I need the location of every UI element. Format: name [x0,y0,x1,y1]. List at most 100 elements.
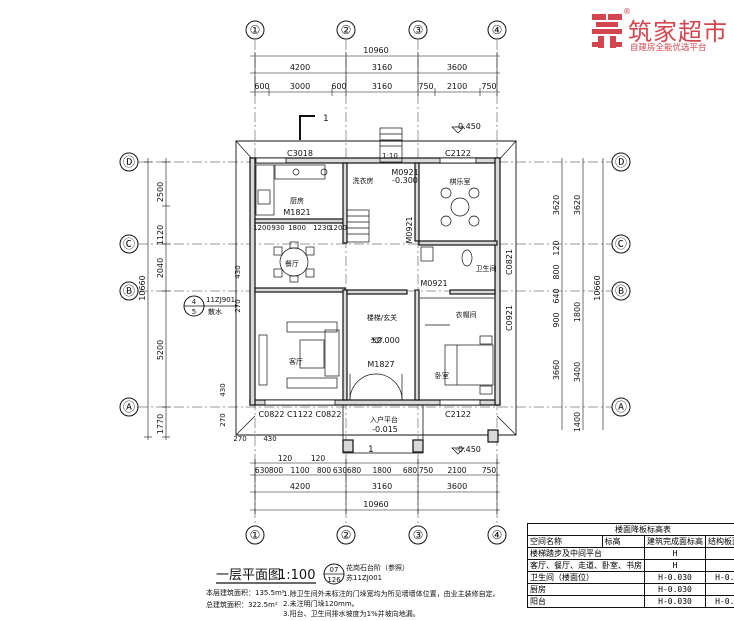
level-wash: -0.300 [392,176,418,185]
axis-col-3-bottom: ③ [413,528,424,542]
note-270-sw: 270 [219,413,227,426]
axis-row-d-right: Ⓓ [615,155,627,169]
drawing-title-name: 一层平面图 [216,568,281,583]
top-detail-5: 750 [418,82,433,91]
kitchen-dim-3: 1800 [288,224,306,232]
tag-m1827: M1827 [367,360,394,369]
area-floor: 本层建筑面积：135.5m² [206,588,285,597]
bottom-detail-7: 1800 [372,466,391,475]
table-row: 厨房 H-0.030 [527,583,734,596]
bottom-detail-4: 800 [317,466,332,475]
table-head-struct: 结构板面标高 [705,535,734,548]
axis-col-4-bottom: ④ [492,528,503,542]
bottom-detail-6: 680 [347,466,362,475]
note-430-bottom: 430 [263,435,276,443]
bottom-detail-3: 1100 [290,466,309,475]
top-detail-2: 3000 [290,82,310,91]
entry-doors [349,373,403,401]
axis-col-3: ③ [413,23,424,37]
room-living: 客厅 [289,357,303,366]
table-row: 阳台 H-0.030 H-0.100 [527,595,734,608]
closet-rail [420,297,494,326]
bathroom-fixtures [420,246,473,267]
right-span-8: 3660 [552,360,561,380]
living-sofa [258,321,340,389]
bottom-span-1: 4200 [290,482,310,491]
right-total: 10660 [593,275,602,300]
section-mark-label-bottom: 1 [368,445,374,455]
room-dining: 餐厅 [285,259,299,268]
right-span-2: 3620 [573,195,582,215]
title-bubble-top: 07 [330,566,339,574]
axis-row-a-right: Ⓐ [615,400,627,414]
axis-col-2: ② [341,23,352,37]
ref-denominator: 5 [192,308,196,316]
drawing-title: 一层平面图 1:100 07 126 花岗石台阶（参照） 苏11ZJ001 [216,563,409,585]
table-row: 客厅、餐厅、走道、卧室、书房 H [527,559,734,572]
right-span-7: 1800 [573,302,582,322]
stairs [346,127,403,243]
tag-m0921-b: M0921 [405,216,414,243]
bottom-detail-11: 750 [482,466,497,475]
area-notes: 本层建筑面积：135.5m² 总建筑面积：322.5m² [206,588,285,609]
right-span-9: 3400 [573,362,582,382]
title-stone: 花岗石台阶（参照） [346,563,409,572]
left-span-3: 2040 [156,258,165,278]
area-total: 总建筑面积：322.5m² [206,600,278,609]
tag-m0921-c: M0921 [420,279,447,288]
note-3: 3.阳台、卫生间排水坡度为1%并坡向地漏。 [283,609,420,618]
tag-c0822-group: C0822 C1122 C0822 [259,410,342,419]
axis-col-1-bottom: ① [250,528,261,542]
axis-row-a: Ⓐ [123,400,135,414]
note-270-bottom: 270 [233,435,246,443]
top-detail-6: 2100 [447,82,467,91]
kitchen-dim-4: 1230 [313,224,331,232]
axis-col-4: ④ [492,23,503,37]
opening-tags: C3018 C2122 M0921 M1821 M0921 M0921 C082… [259,149,514,419]
table-head-space: 空间名称 [527,535,603,548]
level-marks: -0.450 -0.300 ±0.000 -0.015 -0.450 [370,122,481,455]
exterior-walls [249,157,501,406]
room-kitchen: 厨房 [290,196,304,205]
top-detail-4: 3160 [372,82,392,91]
leisure-table [440,187,480,227]
axis-row-c-right: Ⓒ [615,237,627,251]
table-title: 楼面降板标高表 [527,523,734,536]
top-detail-7: 750 [481,82,496,91]
left-span-1: 2500 [156,182,165,202]
room-wash: 洗衣房 [353,176,374,185]
level-top-right: -0.450 [455,122,481,131]
axis-col-1: ① [250,23,261,37]
logo-icon [592,14,622,48]
right-span-1: 3620 [552,195,561,215]
axis-row-d: Ⓓ [123,155,135,169]
kitchen-dim-2: 930 [271,224,284,232]
ref-label: 散水 [208,307,222,316]
bottom-detail-10: 2100 [447,466,466,475]
top-span-2: 3160 [372,63,392,72]
right-span-6: 900 [552,312,561,327]
kitchen-dim-1: 1200 [253,224,271,232]
bottom-detail-5: 630 [333,466,348,475]
right-dimensions: 3620 3620 120 800 640 900 1800 3660 3400… [552,158,604,432]
right-span-5: 640 [552,288,561,303]
room-entry: 楼梯/玄关 [367,313,397,322]
right-span-10: 1400 [573,412,582,432]
logo-subtitle: 自建房全能优选平台 [630,43,707,53]
axis-grid [138,40,612,525]
logo: 筑家超市 自建房全能优选平台 ® [592,7,734,54]
bottom-detail-2: 800 [269,466,284,475]
level-entry: ±0.000 [370,336,400,345]
top-total: 10960 [363,46,388,55]
level-bottom-right: -0.450 [455,445,481,454]
tag-m1821: M1821 [283,208,310,217]
floor-level-table: 楼面降板标高表 空间名称 标高 建筑完成面标高 结构板面标高 楼梯踏步及中间平台… [527,523,734,608]
top-detail-3: 600 [331,82,346,91]
table-row: 楼梯踏步及中间平台 H [527,547,734,560]
left-dimensions: 2500 1120 2040 5200 1770 10660 [138,158,170,440]
right-span-4: 800 [552,264,561,279]
table-head-finish: 建筑完成面标高 [644,535,706,548]
tag-c0821: C0821 [505,249,514,275]
bottom-small-1: 120 [278,454,293,463]
